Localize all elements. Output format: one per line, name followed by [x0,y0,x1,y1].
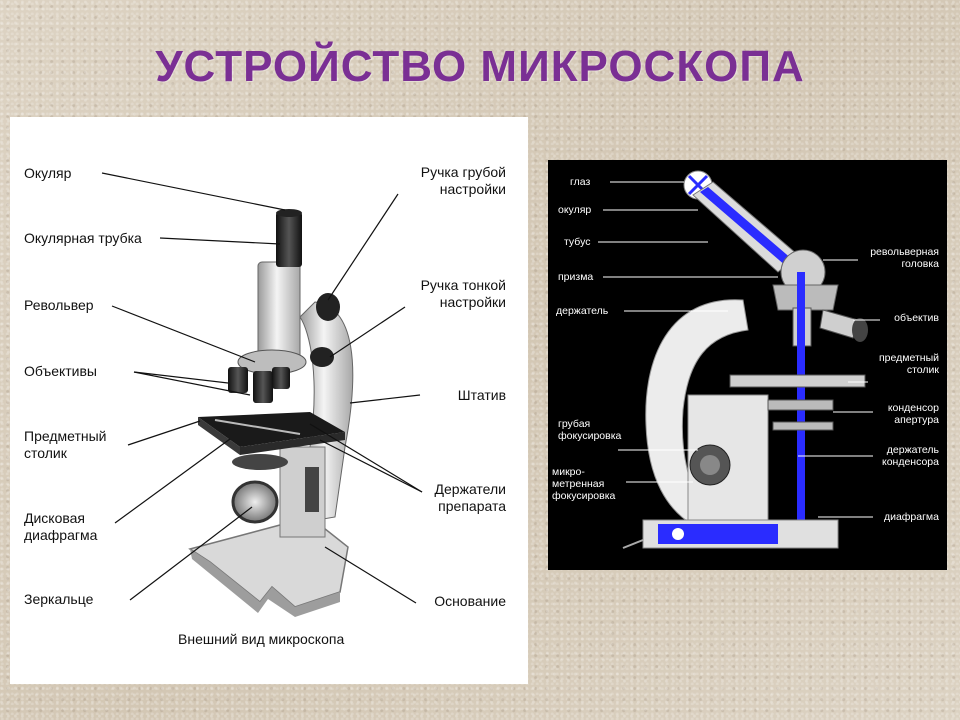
caption-exterior: Внешний вид микроскопа [178,631,345,647]
label-stage-rp: предметный столик [879,352,939,376]
label-objectives: Объективы [24,363,97,379]
microscope-exterior-panel: Окуляр Окулярная трубка Револьвер Объект… [10,117,528,684]
label-revolver-head: револьверная головка [870,246,939,270]
label-objective: объектив [894,312,939,324]
microscope-exterior-illustration [101,172,423,617]
label-condenser-holder: держатель конденсора [881,444,939,468]
label-disk-diaphragm: Дисковая диафрагма [24,510,98,543]
label-coarse-focus: грубая фокусировка [558,418,622,442]
microscope-cross-section-panel: глаз окуляр тубус призма держатель груба… [548,160,947,570]
label-base: Основание [434,593,506,609]
label-slide-holders: Держатели препарата [434,481,506,514]
label-stand: Штатив [457,387,506,403]
label-stage: Предметный столик [24,428,107,461]
label-eye: глаз [570,176,591,188]
label-coarse-knob: Ручка грубой настройки [420,164,506,197]
label-fine-knob: Ручка тонкой настройки [420,277,506,310]
label-micro-focus: микро- метренная фокусировка [552,466,616,502]
label-revolver: Револьвер [24,297,94,313]
label-tube: тубус [564,236,591,248]
page-title: УСТРОЙСТВО МИКРОСКОПА [155,42,805,91]
label-eyepiece-rp: окуляр [558,204,592,216]
microscope-cross-section-illustration [598,170,880,549]
label-condenser-aperture: конденсор апертура [887,402,939,426]
label-eyepiece-tube: Окулярная трубка [24,230,142,246]
label-mirror: Зеркальце [24,591,94,607]
label-eyepiece: Окуляр [24,165,72,181]
label-diaphragm: диафрагма [883,511,939,523]
label-prism: призма [558,271,594,283]
label-holder: держатель [556,305,609,317]
